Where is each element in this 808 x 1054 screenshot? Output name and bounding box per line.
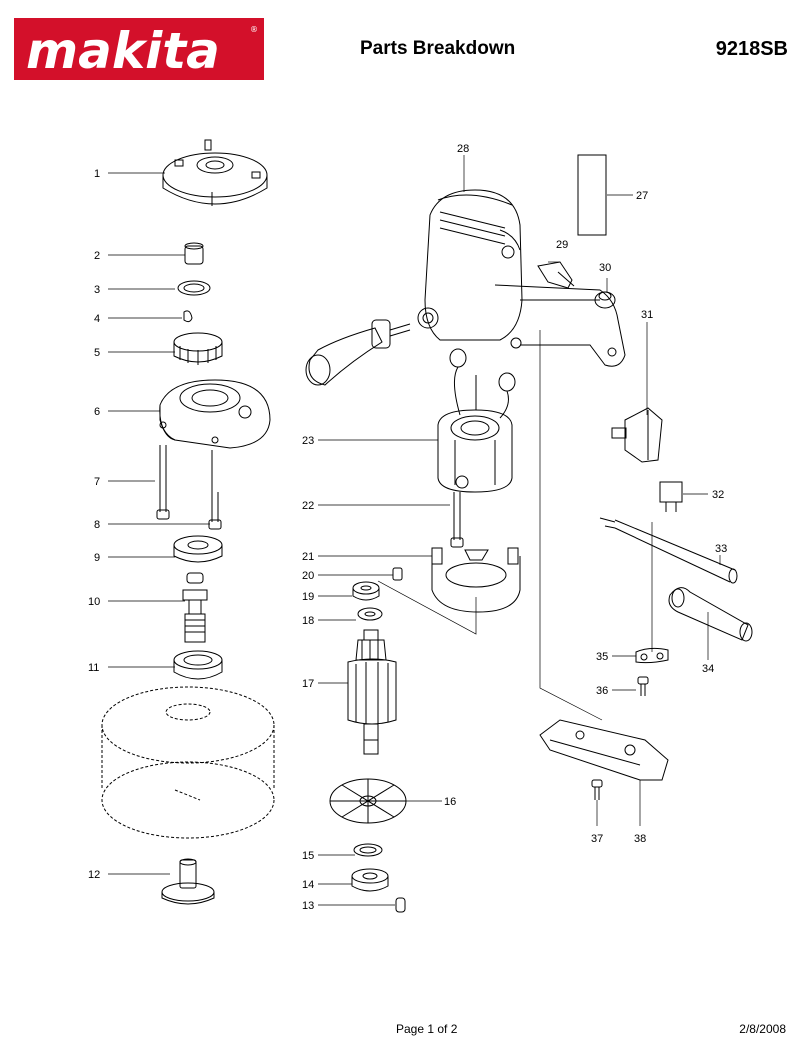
svg-text:38: 38 bbox=[634, 833, 646, 845]
svg-text:32: 32 bbox=[712, 489, 724, 501]
part-29-screw bbox=[537, 261, 575, 289]
part-35-cord-clamp bbox=[635, 647, 669, 664]
makita-logo: makita ® bbox=[14, 18, 264, 80]
part-32-noise-suppressor bbox=[659, 481, 683, 512]
svg-text:1: 1 bbox=[94, 168, 100, 180]
svg-text:8: 8 bbox=[94, 519, 100, 531]
page-number: Page 1 of 2 bbox=[396, 1022, 458, 1036]
part-20-pin bbox=[392, 567, 403, 581]
svg-text:29: 29 bbox=[556, 239, 568, 251]
svg-text:20: 20 bbox=[302, 570, 314, 582]
part-27-name-plate bbox=[577, 154, 607, 236]
svg-text:15: 15 bbox=[302, 850, 314, 862]
part-2-sleeve bbox=[184, 242, 204, 265]
svg-text:6: 6 bbox=[94, 406, 100, 418]
svg-text:37: 37 bbox=[591, 833, 603, 845]
leader-lines bbox=[108, 155, 721, 906]
svg-text:22: 22 bbox=[302, 500, 314, 512]
part-31-switch bbox=[611, 407, 663, 463]
svg-text:31: 31 bbox=[641, 309, 653, 321]
svg-text:33: 33 bbox=[715, 543, 727, 555]
svg-text:10: 10 bbox=[88, 596, 100, 608]
part-17-armature bbox=[347, 629, 397, 755]
part-33-cord bbox=[599, 517, 738, 584]
part-12-flange bbox=[161, 858, 215, 905]
part-8-screw bbox=[208, 450, 222, 530]
document-date: 2/8/2008 bbox=[739, 1022, 786, 1036]
part-9-ball-bearing bbox=[173, 535, 223, 563]
svg-text:19: 19 bbox=[302, 591, 314, 603]
side-handle bbox=[305, 319, 411, 386]
svg-text:5: 5 bbox=[94, 347, 100, 359]
svg-text:28: 28 bbox=[457, 143, 469, 155]
brand-text: makita bbox=[26, 22, 220, 80]
svg-text:36: 36 bbox=[596, 685, 608, 697]
exploded-parts-diagram: 1 2 3 4 5 6 7 8 9 10 11 12 13 14 15 16 1… bbox=[88, 139, 753, 913]
svg-text:35: 35 bbox=[596, 651, 608, 663]
part-labels: 1 2 3 4 5 6 7 8 9 10 11 12 13 14 15 16 1… bbox=[88, 143, 727, 912]
part-4-woodruff-key bbox=[183, 310, 193, 323]
svg-text:4: 4 bbox=[94, 313, 100, 325]
part-37-screw bbox=[591, 779, 603, 800]
svg-text:18: 18 bbox=[302, 615, 314, 627]
part-16-fan bbox=[329, 778, 407, 824]
svg-text:17: 17 bbox=[302, 678, 314, 690]
svg-text:3: 3 bbox=[94, 284, 100, 296]
svg-text:®: ® bbox=[250, 25, 258, 34]
svg-text:27: 27 bbox=[636, 190, 648, 202]
part-14-ball-bearing bbox=[351, 868, 389, 892]
svg-text:11: 11 bbox=[88, 662, 99, 674]
svg-text:23: 23 bbox=[302, 435, 314, 447]
makita-wordmark: makita ® bbox=[26, 22, 258, 80]
svg-text:16: 16 bbox=[444, 796, 456, 808]
part-6-gear-housing bbox=[159, 379, 271, 449]
part-30-cap bbox=[594, 291, 616, 309]
page-title: Parts Breakdown bbox=[360, 38, 516, 59]
model-number: 9218SB bbox=[715, 38, 788, 60]
svg-text:34: 34 bbox=[702, 663, 714, 675]
svg-text:14: 14 bbox=[302, 879, 314, 891]
svg-text:13: 13 bbox=[302, 900, 314, 912]
part-11-labyrinth-ring bbox=[173, 650, 223, 680]
part-15-retaining-ring bbox=[353, 843, 383, 857]
part-19-ball-bearing bbox=[352, 581, 380, 601]
part-22-screw bbox=[450, 492, 464, 548]
part-7-screw bbox=[156, 445, 170, 520]
part-36-screw bbox=[637, 676, 649, 696]
svg-text:21: 21 bbox=[302, 551, 314, 563]
part-3-retaining-ring bbox=[177, 280, 211, 296]
part-38-handle-cover bbox=[539, 719, 669, 781]
part-34-strain-relief bbox=[668, 587, 753, 642]
part-21-baffle-plate bbox=[431, 547, 521, 613]
svg-text:9: 9 bbox=[94, 552, 100, 564]
pad-dashed-outline bbox=[101, 686, 275, 839]
part-18-washer bbox=[357, 607, 383, 621]
svg-text:2: 2 bbox=[94, 250, 100, 262]
svg-text:30: 30 bbox=[599, 262, 611, 274]
part-28-motor-housing bbox=[417, 189, 626, 367]
part-13-rubber-pin bbox=[395, 897, 406, 913]
part-23-field bbox=[437, 409, 513, 493]
svg-text:12: 12 bbox=[88, 869, 100, 881]
part-1-bearing-box-cap bbox=[162, 139, 268, 206]
brush-holder-rings bbox=[449, 348, 516, 419]
part-10-spindle bbox=[182, 572, 208, 643]
part-5-gear bbox=[173, 332, 223, 365]
svg-text:7: 7 bbox=[94, 476, 100, 488]
